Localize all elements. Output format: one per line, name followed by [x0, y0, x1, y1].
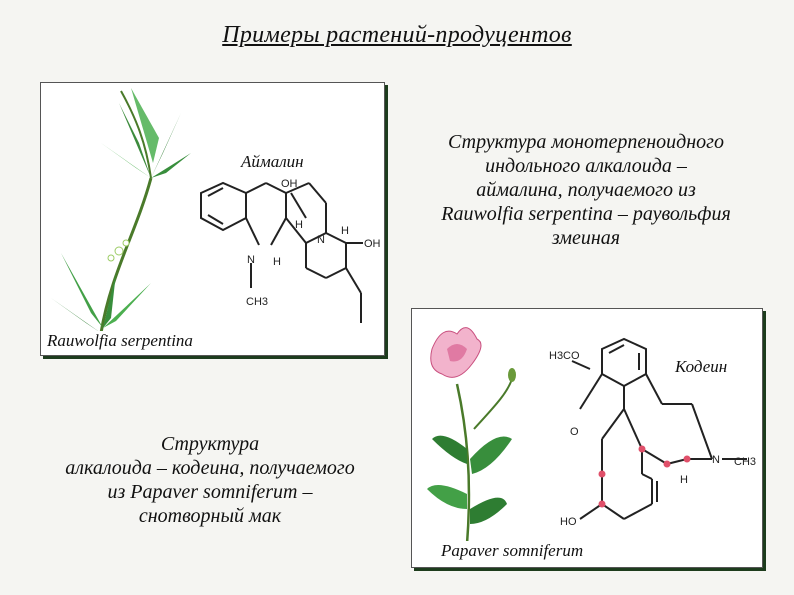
atom-oh-top: OH — [281, 178, 298, 190]
desc-line: Структура монотерпеноидного — [448, 131, 724, 153]
ajmaline-description: Структура монотерпеноидного индольного а… — [400, 130, 772, 250]
desc-line: Rauwolfia serpentina – раувольфия — [441, 203, 731, 225]
atom-h3: H — [273, 256, 281, 268]
codeine-label: Кодеин — [675, 357, 728, 376]
atom-n: N — [712, 454, 720, 466]
atom-ch3: CH3 — [246, 296, 268, 308]
ajmaline-structure — [200, 181, 363, 323]
atom-h2: H — [295, 219, 303, 231]
atom-ho: HO — [560, 516, 577, 528]
atom-n1: N — [247, 254, 255, 266]
papaver-caption: Papaver somniferum — [441, 541, 614, 561]
desc-line: змеиная — [551, 227, 621, 249]
atom-oh-right: OH — [364, 238, 381, 250]
atom-h3co: H3CO — [549, 350, 580, 362]
rauwolfia-illustration: OH OH H H H N N CH3 — [51, 88, 381, 353]
codeine-structure — [571, 337, 747, 520]
atom-n2: N — [317, 234, 325, 246]
codeine-description: Структура алкалоида – кодеина, получаемо… — [18, 432, 402, 528]
page-title: Примеры растений-продуцентов — [222, 22, 572, 48]
desc-line: из Papaver somniferum – — [107, 481, 313, 503]
papaver-plant-drawing — [427, 327, 516, 545]
atom-h1: H — [341, 225, 349, 237]
papaver-figure: H3CO O N CH3 H HO — [411, 308, 763, 568]
desc-line: аймалина, получаемого из — [476, 179, 696, 201]
codeine-stereo-markers — [598, 445, 691, 508]
rauwolfia-figure: OH OH H H H N N CH3 — [40, 82, 385, 356]
rauwolfia-plant-drawing — [51, 88, 191, 353]
desc-line: индольного алкалоида – — [485, 155, 687, 177]
desc-line: снотворный мак — [138, 505, 282, 527]
ajmaline-label: Аймалин — [241, 152, 304, 171]
atom-ch3: CH3 — [734, 456, 756, 468]
desc-line: алкалоида – кодеина, получаемого — [65, 457, 355, 479]
atom-h: H — [680, 474, 688, 486]
atom-o: O — [570, 426, 579, 438]
papaver-illustration: H3CO O N CH3 H HO — [427, 327, 756, 545]
rauwolfia-caption: Rauwolfia serpentina — [47, 331, 233, 351]
desc-line: Структура — [160, 433, 260, 455]
